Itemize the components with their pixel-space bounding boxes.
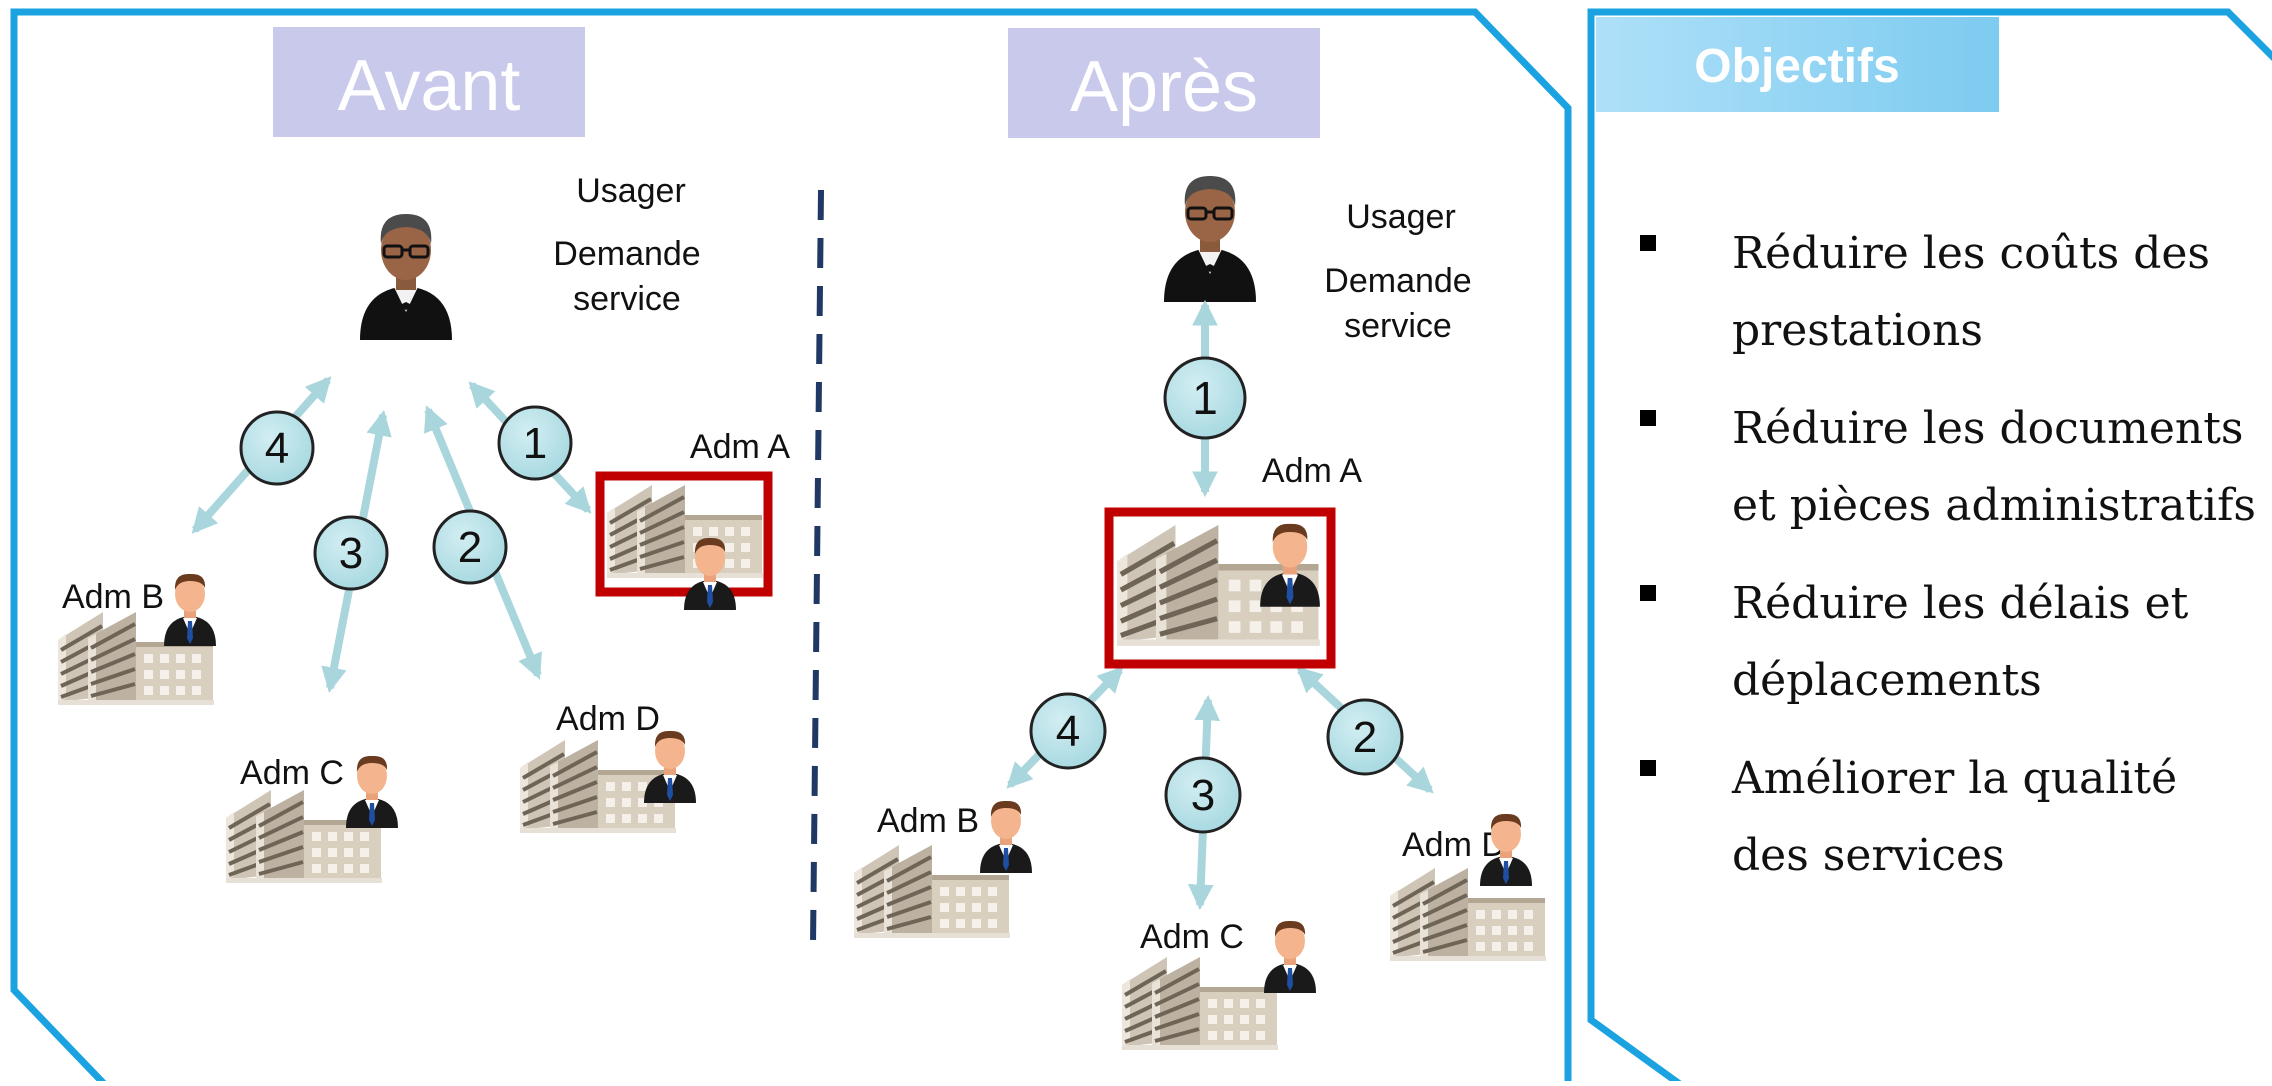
apres-adm-c-agent-icon <box>1264 920 1316 993</box>
left-panel-frame <box>10 8 1572 1086</box>
avant-step-circle-3 <box>313 515 389 591</box>
avant-usager-label: Usager <box>576 172 686 210</box>
apres-step-circle-3 <box>1164 756 1242 834</box>
avant-step-4: 4 <box>265 424 289 473</box>
square-bullet-icon <box>1640 585 1656 601</box>
objectifs-list: Réduire les coûts des prestations Réduir… <box>1640 215 2260 915</box>
avant-title-box <box>273 27 585 137</box>
avant-adm-d-label: Adm D <box>556 700 660 738</box>
apres-adm-d-label: Adm D <box>1402 826 1506 864</box>
apres-adm-b-agent-icon <box>980 800 1032 873</box>
apres-step-3: 3 <box>1191 771 1215 820</box>
objectif-text: Réduire les documents et pièces administ… <box>1732 403 2256 531</box>
avant-adm-b-label: Adm B <box>62 578 164 616</box>
objectif-text: Réduire les délais et déplacements <box>1732 578 2189 706</box>
avant-adm-b-agent-icon <box>164 573 216 646</box>
apres-demande-line2: service <box>1344 307 1452 345</box>
avant-step-circle-2 <box>432 509 508 585</box>
apres-diagram: Usager Demande service 1 2 3 4 Adm A Adm… <box>852 174 1548 1052</box>
avant-demande-line1: Demande <box>553 235 700 273</box>
apres-adm-b-label: Adm B <box>877 802 979 840</box>
apres-adm-a-label: Adm A <box>1262 452 1362 490</box>
avant-step-2: 2 <box>458 523 482 572</box>
apres-demande-line1: Demande <box>1324 262 1471 300</box>
avant-step-1: 1 <box>523 419 547 468</box>
objectif-text: Réduire les coûts des prestations <box>1732 228 2210 356</box>
square-bullet-icon <box>1640 235 1656 251</box>
avant-step-circle-1 <box>497 405 573 481</box>
apres-title-box <box>1008 28 1320 138</box>
objectif-item: Améliorer la qualité des services <box>1640 740 2260 894</box>
avant-step-circle-4 <box>239 410 315 486</box>
objectifs-header-box <box>1596 17 1999 112</box>
avant-title: Avant <box>338 46 521 126</box>
avant-diagram: Usager Demande service 1 2 3 4 Adm A Adm… <box>56 172 790 885</box>
apres-step-2: 2 <box>1353 713 1377 762</box>
apres-title: Après <box>1070 47 1258 127</box>
apres-step-4: 4 <box>1056 707 1080 756</box>
avant-demande-line2: service <box>573 280 681 318</box>
apres-step-circle-1 <box>1163 356 1247 440</box>
avant-adm-c-agent-icon <box>346 755 398 828</box>
usager-icon <box>358 212 454 342</box>
objectifs-title: Objectifs <box>1694 40 1899 93</box>
apres-usager-label: Usager <box>1346 198 1456 236</box>
objectif-text: Améliorer la qualité des services <box>1732 753 2178 881</box>
apres-step-circle-2 <box>1326 698 1404 776</box>
objectif-item: Réduire les coûts des prestations <box>1640 215 2260 369</box>
objectif-item: Réduire les délais et déplacements <box>1640 565 2260 719</box>
usager-icon <box>1162 174 1258 304</box>
apres-adm-c-building-icon <box>1120 955 1280 1052</box>
apres-adm-c-label: Adm C <box>1140 918 1244 956</box>
apres-step-1: 1 <box>1192 372 1218 424</box>
avant-adm-d-agent-icon <box>644 730 696 803</box>
apres-step-circle-4 <box>1029 692 1107 770</box>
square-bullet-icon <box>1640 760 1656 776</box>
avant-adm-c-label: Adm C <box>240 754 344 792</box>
avant-step-3: 3 <box>339 529 363 578</box>
before-after-divider <box>810 189 824 946</box>
objectif-item: Réduire les documents et pièces administ… <box>1640 390 2260 544</box>
avant-adm-a-label: Adm A <box>690 428 790 466</box>
square-bullet-icon <box>1640 410 1656 426</box>
right-panel-frame <box>1587 8 2272 1086</box>
